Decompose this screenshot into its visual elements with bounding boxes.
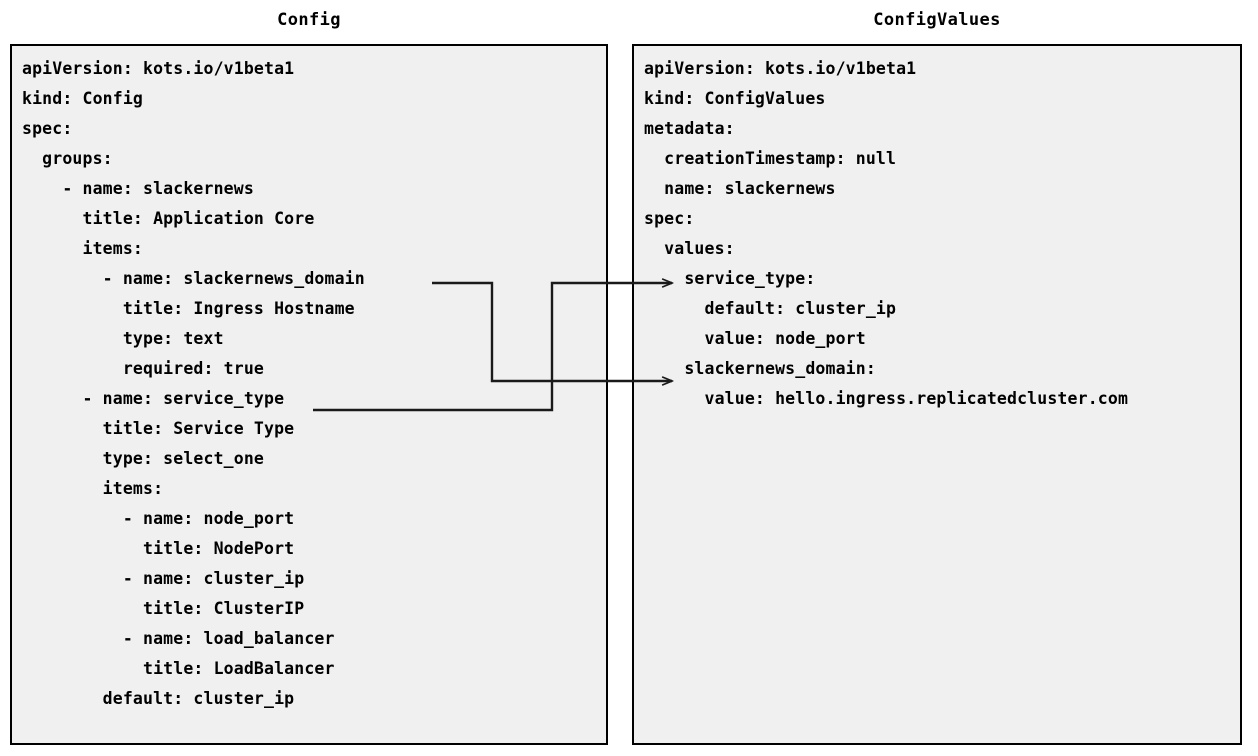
yaml-line: spec: (644, 209, 695, 228)
yaml-line: - name: slackernews (22, 179, 254, 198)
yaml-line: creationTimestamp: null (644, 149, 897, 168)
yaml-line: - name: slackernews_domain (22, 269, 365, 288)
yaml-line: title: Application Core (22, 209, 315, 228)
yaml-line: default: cluster_ip (22, 689, 295, 708)
yaml-line: kind: ConfigValues (644, 89, 826, 108)
yaml-line: default: cluster_ip (644, 299, 897, 318)
yaml-line: items: (22, 239, 144, 258)
yaml-line: metadata: (644, 119, 735, 138)
yaml-line: title: NodePort (22, 539, 295, 558)
yaml-line: kind: Config (22, 89, 144, 108)
yaml-line: apiVersion: kots.io/v1beta1 (644, 59, 917, 78)
yaml-line: title: ClusterIP (22, 599, 305, 618)
yaml-line: value: node_port (644, 329, 866, 348)
yaml-line: title: LoadBalancer (22, 659, 335, 678)
yaml-line: type: text (22, 329, 224, 348)
yaml-line: slackernews_domain: (644, 359, 876, 378)
yaml-line: - name: cluster_ip (22, 569, 305, 588)
yaml-line: items: (22, 479, 164, 498)
yaml-line: - name: service_type (22, 389, 285, 408)
panel-title-configvalues: ConfigValues (873, 10, 1001, 30)
yaml-line: - name: load_balancer (22, 629, 335, 648)
yaml-line: spec: (22, 119, 73, 138)
yaml-line: value: hello.ingress.replicatedcluster.c… (644, 389, 1129, 408)
config-yaml-panel: apiVersion: kots.io/v1beta1 kind: Config s… (10, 44, 608, 745)
yaml-line: values: (644, 239, 735, 258)
yaml-line: name: slackernews (644, 179, 836, 198)
configvalues-yaml-panel: apiVersion: kots.io/v1beta1 kind: ConfigV… (632, 44, 1242, 745)
yaml-line: apiVersion: kots.io/v1beta1 (22, 59, 295, 78)
yaml-line: required: true (22, 359, 265, 378)
yaml-line: type: select_one (22, 449, 265, 468)
yaml-line: groups: (22, 149, 113, 168)
yaml-line: - name: node_port (22, 509, 295, 528)
yaml-line: title: Ingress Hostname (22, 299, 355, 318)
yaml-line: title: Service Type (22, 419, 295, 438)
config-yaml-text: apiVersion: kots.io/v1beta1 kind: Config s… (22, 54, 602, 714)
configvalues-yaml-text: apiVersion: kots.io/v1beta1 kind: ConfigV… (644, 54, 1236, 414)
yaml-line: service_type: (644, 269, 816, 288)
panel-title-config: Config (277, 10, 341, 30)
